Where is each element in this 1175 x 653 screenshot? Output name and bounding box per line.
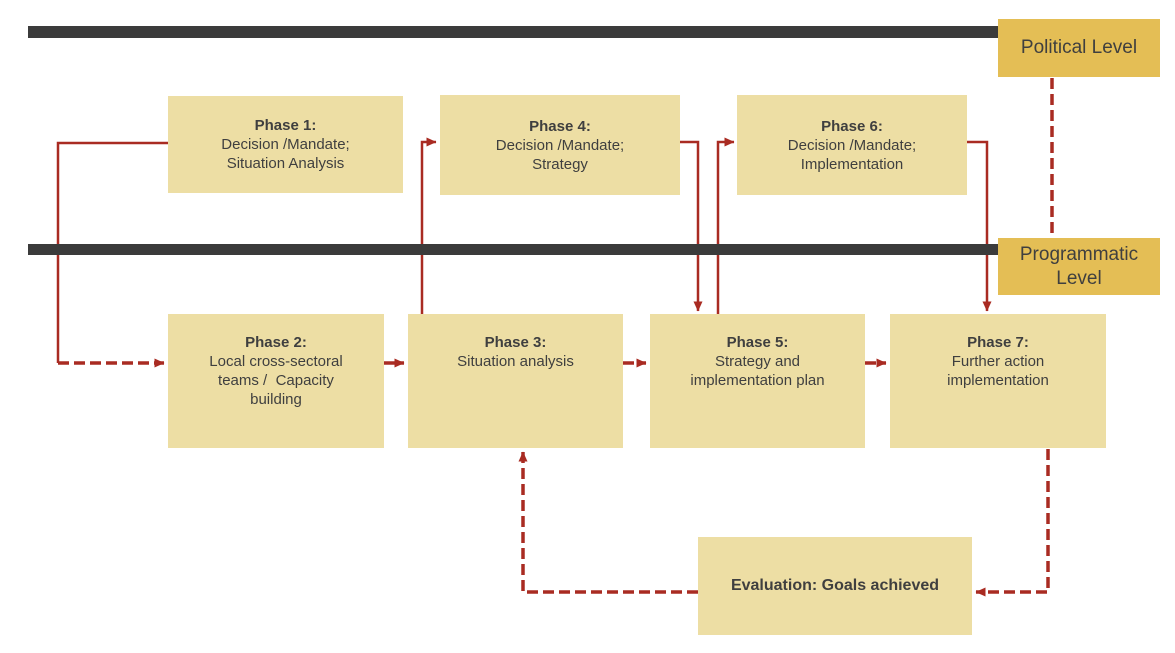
arrow-phase5-to-phase6 <box>716 137 735 314</box>
phase-5-body: Strategy and implementation plan <box>690 353 825 389</box>
phase-7-body: Further action implementation <box>947 353 1049 389</box>
phase-7-box: Phase 7: Further action implementation <box>890 314 1106 448</box>
political-level-box: Political Level <box>998 19 1160 77</box>
arrow-phase7-to-evaluation <box>975 449 1050 597</box>
phase-1-body: Decision /Mandate; Situation Analysis <box>221 136 350 172</box>
phase-4-body: Decision /Mandate; Strategy <box>495 136 625 173</box>
phase-3-box: Phase 3: Situation analysis <box>408 314 623 448</box>
phase-3-title: Phase 3: <box>484 334 547 351</box>
phase-2-body: Local cross-sectoral teams / Capacity bu… <box>209 353 343 408</box>
phase-7-title: Phase 7: <box>967 334 1029 351</box>
programmatic-level-label: Programmatic Level <box>1019 243 1139 289</box>
phase-5-box: Phase 5: Strategy and implementation pla… <box>650 314 865 448</box>
arrow-evaluation-to-phase3 <box>518 451 698 594</box>
evaluation-label: Evaluation: Goals achieved <box>730 577 940 594</box>
phase-4-box: Phase 4: Decision /Mandate; Strategy <box>440 95 680 195</box>
phase-2-box: Phase 2: Local cross-sectoral teams / Ca… <box>168 314 384 448</box>
phase-1-title: Phase 1: <box>254 117 317 134</box>
phase-5-title: Phase 5: <box>726 334 789 351</box>
phase-3-body: Situation analysis <box>457 353 574 370</box>
political-level-label: Political Level <box>1020 37 1138 58</box>
evaluation-box: Evaluation: Goals achieved <box>698 537 972 635</box>
political-level-bar <box>28 26 998 38</box>
programmatic-level-box: Programmatic Level <box>998 238 1160 295</box>
arrow-phase6-to-phase7 <box>967 140 992 312</box>
phase-1-box: Phase 1: Decision /Mandate; Situation An… <box>168 96 403 193</box>
phase-6-body: Decision /Mandate; Implementation <box>787 136 917 173</box>
phase-2-title: Phase 2: <box>245 334 307 351</box>
arrow-phase3-to-phase4 <box>420 137 437 314</box>
connector-phase1-out-elbow <box>56 141 168 363</box>
arrow-phase4-to-phase5 <box>680 140 703 312</box>
programmatic-level-bar <box>28 244 998 255</box>
phase-4-title: Phase 4: <box>529 117 591 135</box>
phase-6-title: Phase 6: <box>821 117 883 135</box>
phase-6-box: Phase 6: Decision /Mandate; Implementati… <box>737 95 967 195</box>
